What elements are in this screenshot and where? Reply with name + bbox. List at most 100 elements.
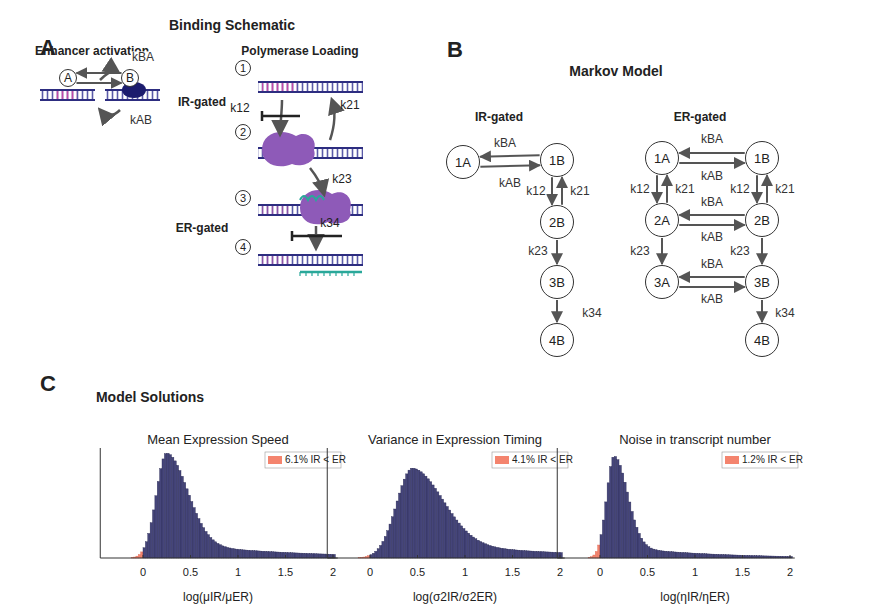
histogram-bar — [264, 551, 266, 558]
histogram-bar — [546, 552, 548, 558]
transition-arrow — [679, 224, 745, 226]
text-label: Polymerase Loading — [241, 45, 358, 58]
histogram-bar — [529, 551, 531, 558]
state-circle: 1B — [540, 143, 574, 177]
histogram-bar — [496, 547, 498, 558]
rate-label: k23 — [729, 245, 750, 258]
histogram-bar — [286, 552, 288, 558]
tick-label: 0.5 — [640, 566, 655, 578]
rate-label: kBA — [493, 137, 517, 150]
state-label: 3B — [549, 276, 565, 289]
histogram-bar — [652, 549, 654, 558]
histogram-bar — [415, 469, 417, 558]
axis-tick — [790, 555, 791, 558]
histogram-bar — [705, 554, 707, 558]
state-label: 4B — [754, 334, 770, 347]
histogram-bar — [470, 535, 472, 558]
tick-label: 0.5 — [410, 566, 425, 578]
transition-arrow — [766, 175, 768, 203]
histogram-bar — [267, 552, 269, 558]
histogram-bar — [191, 502, 193, 558]
text-label: ER-gated — [176, 222, 229, 235]
histogram-bar — [319, 554, 321, 558]
rate-label: k21 — [774, 183, 795, 196]
transition-arrow — [661, 238, 663, 264]
histogram-bar — [420, 472, 422, 558]
histogram-bar — [333, 554, 335, 558]
histogram-bar — [551, 552, 553, 558]
histogram-bar — [219, 545, 221, 558]
histogram-bar — [183, 482, 185, 558]
legend-swatch — [725, 456, 739, 464]
state-circle: 2A — [645, 203, 679, 237]
histogram-bar — [240, 550, 242, 558]
histogram-bar — [460, 526, 462, 558]
transition-arrow — [561, 177, 563, 205]
histogram-bar — [312, 554, 314, 558]
histogram-bar — [655, 550, 657, 558]
transition-arrow — [761, 238, 763, 264]
state-label: 1B — [549, 154, 565, 167]
histogram-bar — [293, 553, 295, 558]
state-circle: 4 — [235, 239, 251, 255]
tick-label: 0 — [367, 566, 373, 578]
histogram-bar — [283, 552, 285, 558]
histogram-bar — [683, 553, 685, 558]
histogram-bar — [501, 548, 503, 558]
histogram-bar — [612, 457, 614, 558]
histogram-bar — [274, 552, 276, 558]
histogram-bar — [686, 553, 688, 558]
text-label: ER-gated — [674, 111, 727, 124]
histogram-bar — [394, 509, 396, 558]
state-label: 2 — [240, 127, 246, 138]
text-label: Noise in transcript number — [619, 433, 771, 447]
histogram-bar — [252, 551, 254, 558]
histogram-bar — [186, 489, 188, 558]
histogram-bar — [477, 540, 479, 558]
histogram-bar — [425, 476, 427, 558]
histogram-bar — [724, 555, 726, 558]
histogram-bar — [676, 552, 678, 558]
histogram-bar — [195, 513, 197, 558]
histogram-bar — [456, 520, 458, 558]
histogram-bar — [380, 545, 382, 558]
histogram-bar — [305, 553, 307, 558]
state-label: 1 — [240, 63, 246, 74]
rate-label: kAB — [700, 170, 724, 183]
histogram-bar — [238, 549, 240, 558]
histogram-bar — [482, 543, 484, 558]
histogram-bar — [472, 537, 474, 558]
dna-state-3 — [258, 190, 363, 224]
histogram-bar — [307, 553, 309, 558]
histogram-bar — [669, 552, 671, 558]
tick-label: 1.5 — [278, 566, 293, 578]
tick-label: 2 — [787, 566, 793, 578]
histogram-bar — [224, 547, 226, 558]
axis-tick — [238, 555, 239, 558]
axis-tick — [600, 555, 601, 558]
histogram-bar — [314, 554, 316, 558]
tick-label: 1 — [692, 566, 698, 578]
histogram-bar — [536, 551, 538, 558]
histogram-bar — [288, 553, 290, 558]
histogram-bar — [541, 552, 543, 558]
state-label: 1B — [754, 152, 770, 165]
histogram-bar — [693, 553, 695, 558]
state-label: A — [64, 72, 72, 84]
histogram-bar — [250, 550, 252, 558]
axis-tick — [512, 555, 513, 558]
state-label: 4B — [549, 334, 565, 347]
histogram-bar — [602, 520, 604, 558]
histogram-bar — [210, 537, 212, 558]
histogram-bar — [143, 548, 145, 558]
state-circle: 2B — [745, 203, 779, 237]
histogram-bar — [316, 554, 318, 558]
histogram-bar — [695, 553, 697, 558]
histogram-bar — [657, 550, 659, 558]
histogram-bar — [513, 550, 515, 558]
histogram-bar — [245, 550, 247, 558]
histogram-bar — [508, 549, 510, 558]
histogram-bar — [515, 550, 517, 558]
histogram-bar — [422, 474, 424, 558]
histogram-bar — [214, 542, 216, 558]
